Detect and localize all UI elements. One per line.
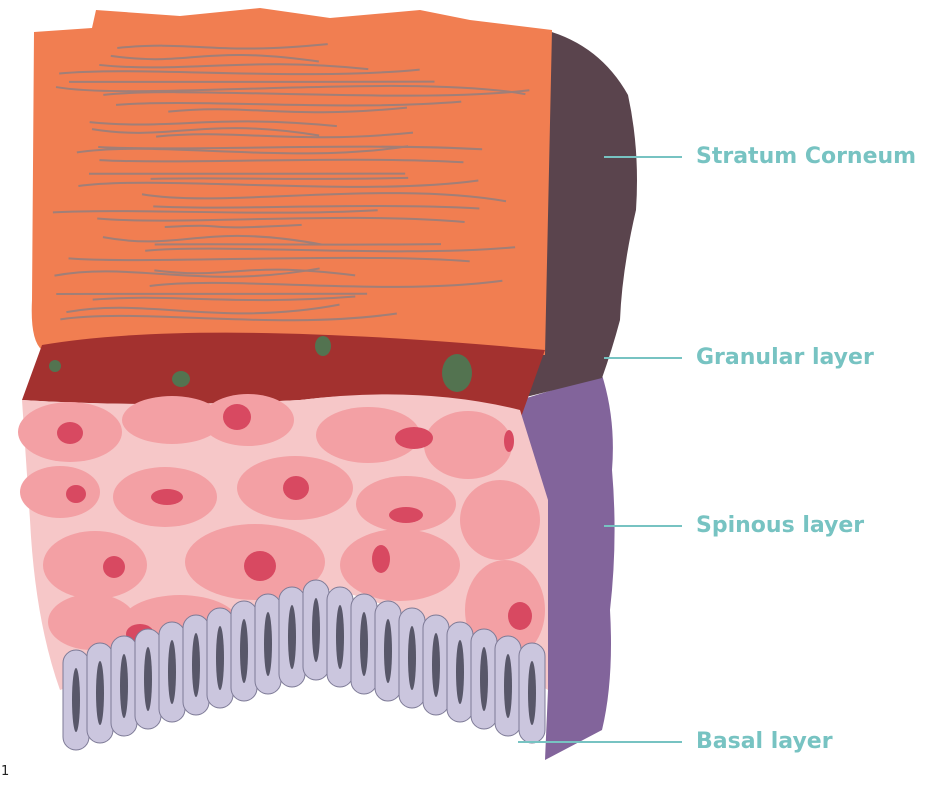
basal-nucleus — [336, 605, 344, 669]
spinous-cell — [340, 529, 460, 601]
spinous-nucleus — [395, 427, 433, 449]
basal-nucleus — [456, 640, 464, 704]
spinous-nucleus — [504, 430, 514, 452]
spinous-nucleus — [389, 507, 423, 523]
basal-nucleus — [288, 605, 296, 669]
spinous-nucleus — [223, 404, 251, 430]
spinous-nucleus — [57, 422, 83, 444]
spinous-nucleus — [244, 551, 276, 581]
granule — [172, 371, 190, 387]
basal-nucleus — [264, 612, 272, 676]
spinous-nucleus — [372, 545, 390, 573]
spinous-nucleus — [66, 485, 86, 503]
basal-nucleus — [504, 654, 512, 718]
spinous-cell — [460, 480, 540, 560]
basal-nucleus — [432, 633, 440, 697]
figure-number: 1 — [1, 764, 9, 779]
label-basal-layer: Basal layer — [696, 729, 833, 754]
basal-nucleus — [312, 598, 320, 662]
basal-nucleus — [72, 668, 80, 732]
spinous-cell — [424, 411, 512, 479]
keratin-fiber — [155, 244, 441, 245]
spinous-nucleus — [103, 556, 125, 578]
label-granular-layer: Granular layer — [696, 345, 874, 370]
spinous-cell — [20, 466, 100, 518]
basal-nucleus — [144, 647, 152, 711]
spinous-nucleus — [151, 489, 183, 505]
label-stratum-corneum: Stratum Corneum — [696, 144, 916, 169]
basal-nucleus — [216, 626, 224, 690]
basal-nucleus — [96, 661, 104, 725]
spinous-nucleus — [283, 476, 309, 500]
granule — [49, 360, 61, 372]
basal-nucleus — [360, 612, 368, 676]
granule — [315, 336, 331, 356]
granule — [442, 354, 472, 392]
keratin-fiber — [151, 178, 409, 179]
spinous-cell — [356, 476, 456, 532]
basal-nucleus — [408, 626, 416, 690]
label-spinous-layer: Spinous layer — [696, 513, 864, 538]
basal-nucleus — [120, 654, 128, 718]
basal-nucleus — [480, 647, 488, 711]
spinous-nucleus — [508, 602, 532, 630]
basal-nucleus — [528, 661, 536, 725]
basal-nucleus — [240, 619, 248, 683]
spinous-cell — [43, 531, 147, 599]
basal-nucleus — [384, 619, 392, 683]
basal-nucleus — [168, 640, 176, 704]
basal-nucleus — [192, 633, 200, 697]
